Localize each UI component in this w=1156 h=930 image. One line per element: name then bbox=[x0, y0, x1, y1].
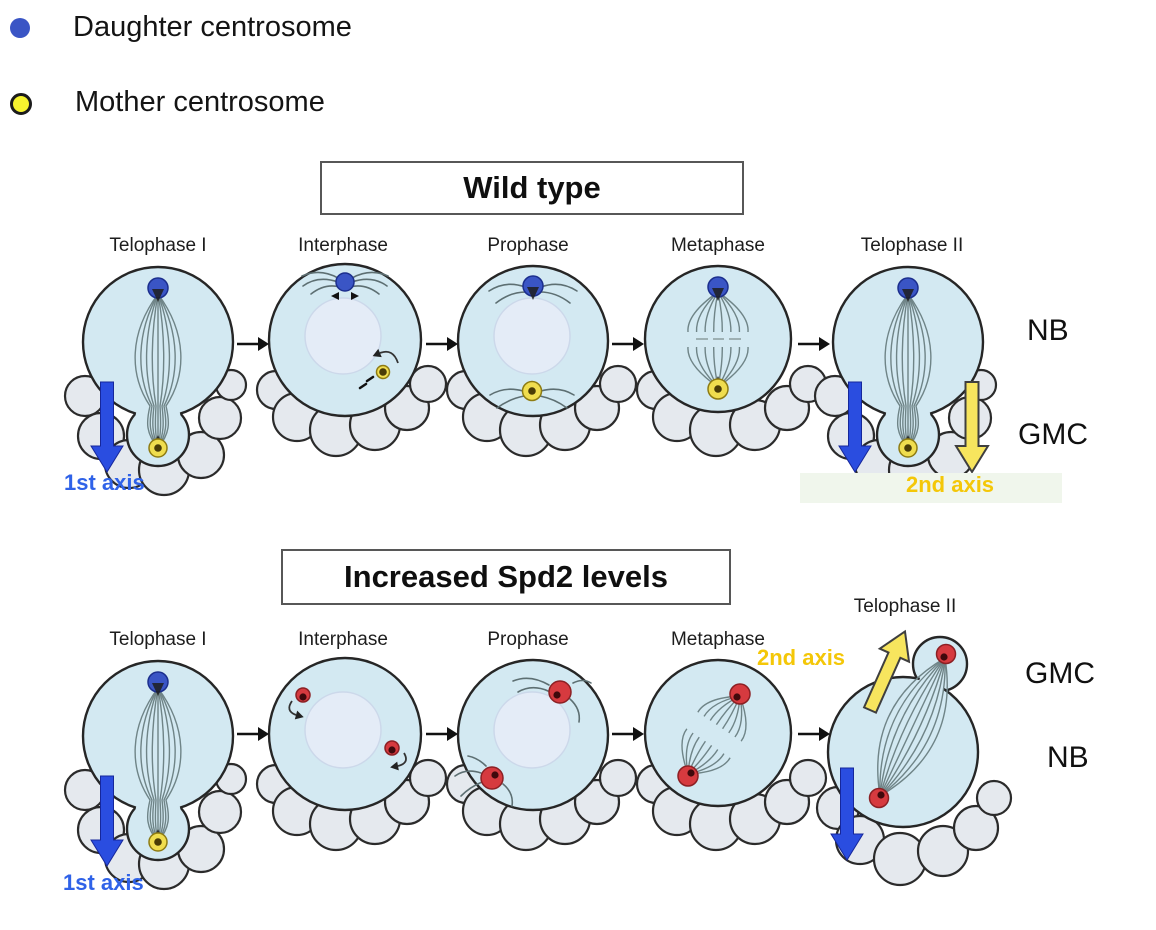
flow-arrow-icon bbox=[426, 337, 458, 351]
flow-arrow-icon bbox=[798, 727, 830, 741]
spd2-first-axis-label: 1st axis bbox=[63, 870, 144, 895]
cell-spd2-prophase bbox=[445, 658, 638, 852]
wt-stage-telophase-i-label: Telophase I bbox=[109, 235, 207, 256]
flow-arrow-icon bbox=[237, 337, 269, 351]
cell-wildtype-telophase-ii bbox=[813, 265, 998, 497]
wt-stage-telophase-ii-label: Telophase II bbox=[860, 235, 964, 256]
spd2-nb-label: NB bbox=[1047, 741, 1089, 774]
spd2-stage-prophase-label: Prophase bbox=[487, 629, 569, 650]
wt-gmc-label: GMC bbox=[1018, 418, 1088, 451]
cell-wildtype-interphase bbox=[255, 262, 448, 458]
cell-spd2-telophase-ii bbox=[815, 629, 1013, 887]
wildtype-title: Wild type bbox=[320, 161, 744, 215]
legend-mother-label: Mother centrosome bbox=[75, 86, 325, 118]
wt-first-axis-label: 1st axis bbox=[64, 470, 145, 495]
wt-stage-interphase-label: Interphase bbox=[298, 235, 388, 256]
spd2-stage-telophase-i-label: Telophase I bbox=[109, 629, 207, 650]
cell-spd2-telophase-i bbox=[63, 659, 248, 891]
wt-stage-prophase-label: Prophase bbox=[487, 235, 569, 256]
cell-wildtype-prophase bbox=[445, 264, 638, 458]
cell-wildtype-metaphase bbox=[635, 264, 828, 458]
highlight-band bbox=[800, 473, 1062, 503]
wt-nb-label: NB bbox=[1027, 314, 1069, 347]
flow-arrow-icon bbox=[237, 727, 269, 741]
spd2-stage-metaphase-label: Metaphase bbox=[670, 629, 765, 650]
wt-second-axis-label: 2nd axis bbox=[906, 472, 995, 497]
spd2-stage-interphase-label: Interphase bbox=[298, 629, 388, 650]
wt-stage-metaphase-label: Metaphase bbox=[670, 235, 765, 256]
spd2-title: Increased Spd2 levels bbox=[281, 549, 731, 605]
flow-arrow-icon bbox=[426, 727, 458, 741]
cell-spd2-metaphase bbox=[635, 658, 828, 852]
flow-arrow-icon bbox=[612, 337, 644, 351]
flow-arrow-icon bbox=[612, 727, 644, 741]
spd2-second-axis-label: 2nd axis bbox=[757, 645, 846, 670]
legend-daughter-label: Daughter centrosome bbox=[73, 11, 352, 43]
daughter-centrosome-icon bbox=[10, 18, 30, 38]
mother-centrosome-icon bbox=[10, 93, 32, 115]
cell-spd2-interphase bbox=[255, 656, 448, 852]
cell-wildtype-telophase-i bbox=[63, 265, 248, 497]
flow-arrow-icon bbox=[798, 337, 830, 351]
spd2-stage-telophase-ii-label: Telophase II bbox=[853, 596, 957, 617]
spd2-gmc-label: GMC bbox=[1025, 657, 1095, 690]
